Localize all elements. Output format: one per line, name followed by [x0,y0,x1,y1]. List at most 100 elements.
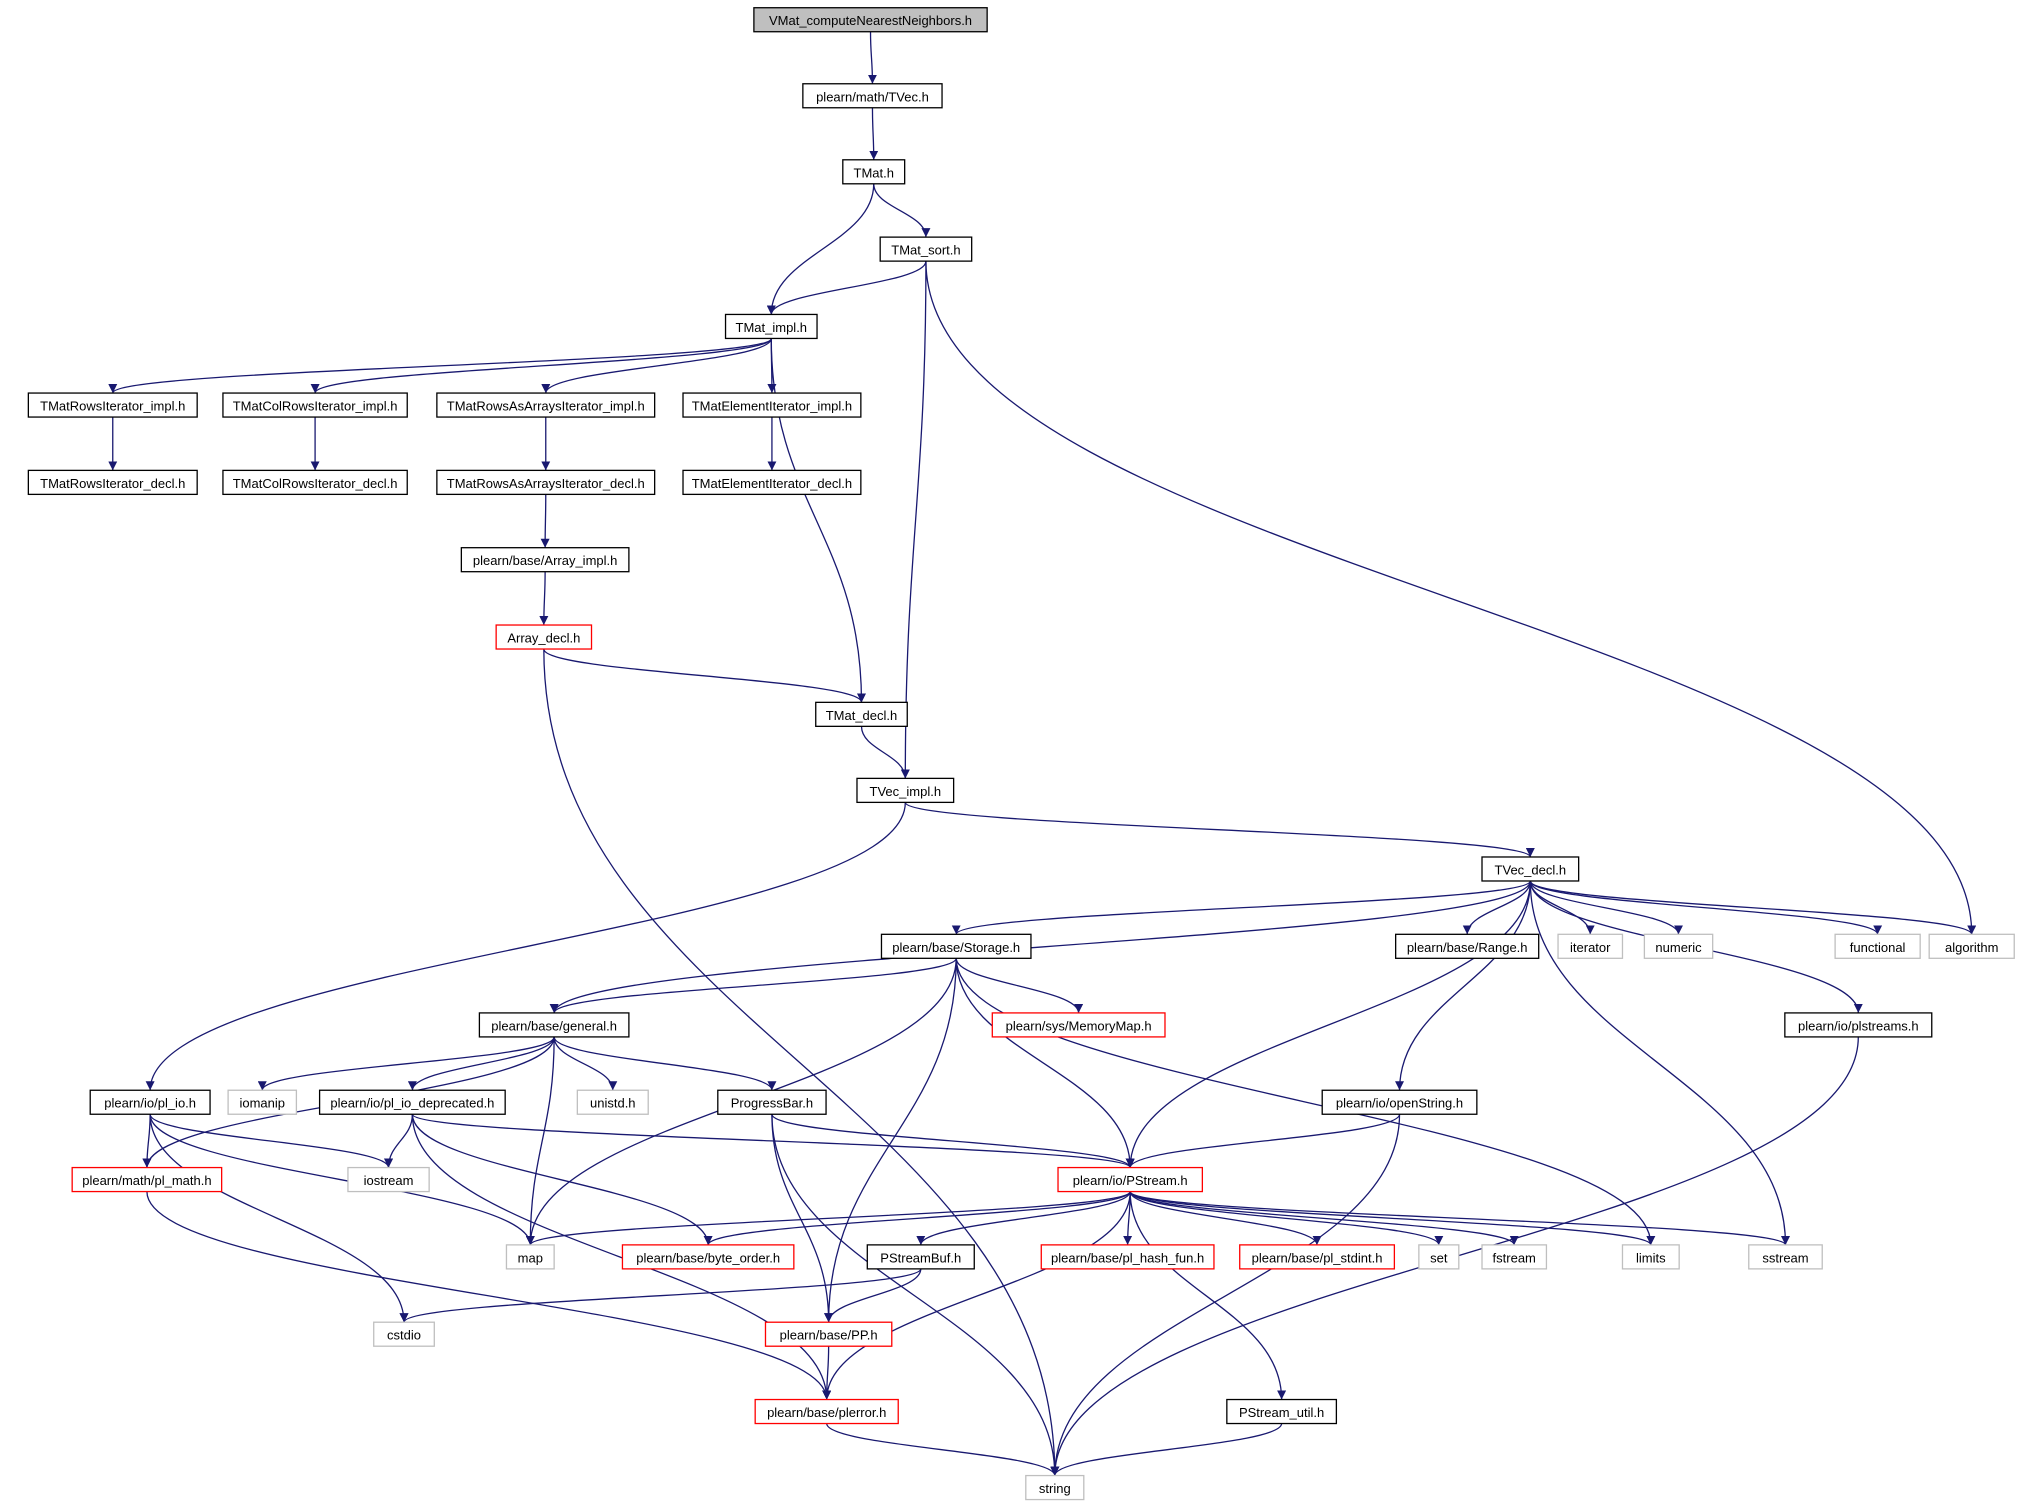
node-box [856,777,955,804]
node-memorymap[interactable]: plearn/sys/MemoryMap.h [991,1012,1166,1038]
node-vmat[interactable]: VMat_computeNearestNeighbors.h [753,7,988,33]
edge-storage-to-pstream [955,958,1135,1168]
node-tmat-impl[interactable]: TMat_impl.h [724,313,818,340]
edge-pstream-to-pstreambuf [916,1191,1131,1246]
node-box [1040,1244,1215,1270]
node-label: plearn/base/plerror.h [767,1405,886,1420]
node-label: TVec_impl.h [870,784,942,799]
node-storage[interactable]: plearn/base/Storage.h [880,933,1032,959]
edge-tmat_impl-to-rows_impl [108,337,772,394]
edge-rowsarr_decl-to-array_impl [540,494,550,548]
edge-tmat_sort-to-tvec_impl [900,261,927,779]
node-label: iterator [1570,940,1611,955]
node-label: fstream [1493,1250,1536,1265]
node-colrows-decl[interactable]: TMatColRowsIterator_decl.h [222,469,408,496]
node-label: TMatRowsAsArraysIterator_impl.h [447,399,645,414]
edge-tvec_decl-to-sstream [1529,880,1790,1245]
node-label: TMatColRowsIterator_decl.h [233,476,398,491]
node-box [1748,1244,1823,1270]
node-label: plearn/base/Array_impl.h [473,553,618,568]
node-label: TMat.h [854,165,894,180]
node-stdint[interactable]: plearn/base/pl_stdint.h [1239,1244,1396,1270]
node-label: plearn/io/pl_io_deprecated.h [330,1096,494,1111]
edge-tmat_sort-to-algorithm [925,261,1977,935]
edge-pstream-to-map [526,1190,1131,1246]
node-tvec-impl[interactable]: TVec_impl.h [856,777,955,804]
node-pp[interactable]: plearn/base/PP.h [764,1321,893,1347]
node-rowsarr-decl[interactable]: TMatRowsAsArraysIterator_decl.h [436,469,656,496]
node-array-decl[interactable]: Array_decl.h [495,624,593,650]
node-elem-decl[interactable]: TMatElementIterator_decl.h [682,469,862,496]
node-pstream[interactable]: plearn/io/PStream.h [1057,1166,1204,1193]
edge-tmat_decl-to-tvec_impl [860,726,910,779]
node-pl-math[interactable]: plearn/math/pl_math.h [71,1166,223,1193]
node-byte-order[interactable]: plearn/base/byte_order.h [621,1244,795,1270]
node-label: plearn/base/byte_order.h [636,1250,780,1265]
node-tvec[interactable]: plearn/math/TVec.h [802,83,943,109]
node-box [880,933,1032,959]
node-box [753,7,988,33]
node-label: PStreamBuf.h [880,1250,961,1265]
node-array-impl[interactable]: plearn/base/Array_impl.h [460,547,630,573]
node-pstreambuf[interactable]: PStreamBuf.h [866,1244,975,1270]
node-elem-impl[interactable]: TMatElementIterator_impl.h [682,392,862,418]
node-label: TMatRowsIterator_impl.h [40,399,185,414]
node-range[interactable]: plearn/base/Range.h [1395,933,1540,959]
edge-storage-to-limits [955,958,1656,1245]
node-rows-decl[interactable]: TMatRowsIterator_decl.h [27,469,198,496]
node-box [436,469,656,496]
node-general[interactable]: plearn/base/general.h [478,1012,630,1038]
node-box [1643,933,1714,959]
node-label: plearn/io/PStream.h [1073,1173,1188,1188]
node-rows-impl[interactable]: TMatRowsIterator_impl.h [27,392,198,418]
node-label: limits [1636,1250,1666,1265]
edge-general-to-map [525,1036,555,1245]
node-box [1784,1012,1933,1038]
node-label: iomanip [239,1096,285,1111]
node-label: set [1430,1250,1448,1265]
node-label: plearn/base/Range.h [1407,940,1528,955]
node-numeric: numeric [1643,933,1714,959]
edge-tmat_impl-to-rowsarr_impl [541,338,772,394]
node-plerror[interactable]: plearn/base/plerror.h [754,1398,899,1425]
edge-tvec_decl-to-iterator [1529,880,1595,935]
edge-general-to-pl_io_dep [407,1036,555,1091]
edge-general-to-progressbar [553,1036,777,1091]
node-tmat-sort[interactable]: TMat_sort.h [879,236,973,262]
node-hash-fun[interactable]: plearn/base/pl_hash_fun.h [1040,1244,1215,1270]
node-label: plearn/io/plstreams.h [1798,1018,1919,1033]
node-pl-io[interactable]: plearn/io/pl_io.h [89,1089,211,1115]
node-iterator: iterator [1557,933,1624,959]
node-label: VMat_computeNearestNeighbors.h [769,13,972,28]
node-box [373,1321,435,1347]
edge-pl_io-to-map [149,1114,535,1245]
edge-pstreambuf-to-cstdio [399,1268,922,1323]
edge-pl_io_dep-to-iostream [384,1114,414,1168]
node-pstream-util[interactable]: PStream_util.h [1226,1398,1338,1425]
edge-tvec_decl-to-algorithm [1529,880,1977,935]
node-tmat-decl[interactable]: TMat_decl.h [815,701,908,727]
node-openstring[interactable]: plearn/io/openString.h [1321,1089,1478,1115]
edge-tvec_decl-to-storage [951,880,1531,935]
edge-tvec_decl-to-openstring [1395,880,1531,1091]
node-label: map [518,1250,543,1265]
node-tmat[interactable]: TMat.h [842,159,906,185]
node-box [879,236,973,262]
node-label: TMatRowsAsArraysIterator_decl.h [447,476,645,491]
node-pl-io-dep[interactable]: plearn/io/pl_io_deprecated.h [318,1089,506,1115]
edge-pstream_util-to-string [1050,1423,1283,1476]
node-progressbar[interactable]: ProgressBar.h [717,1089,827,1115]
node-plstreams[interactable]: plearn/io/plstreams.h [1784,1012,1933,1038]
node-box [621,1244,795,1270]
node-tvec-decl[interactable]: TVec_decl.h [1481,856,1580,882]
node-colrows-impl[interactable]: TMatColRowsIterator_impl.h [222,392,408,418]
node-box [764,1321,893,1347]
edge-storage-to-pp [824,958,957,1323]
node-rowsarr-impl[interactable]: TMatRowsAsArraysIterator_impl.h [436,392,656,418]
node-box [1395,933,1540,959]
edge-pp-to-plerror [822,1346,832,1400]
node-label: algorithm [1945,940,1998,955]
edge-progressbar-to-string [771,1114,1060,1476]
node-iomanip: iomanip [227,1089,298,1115]
